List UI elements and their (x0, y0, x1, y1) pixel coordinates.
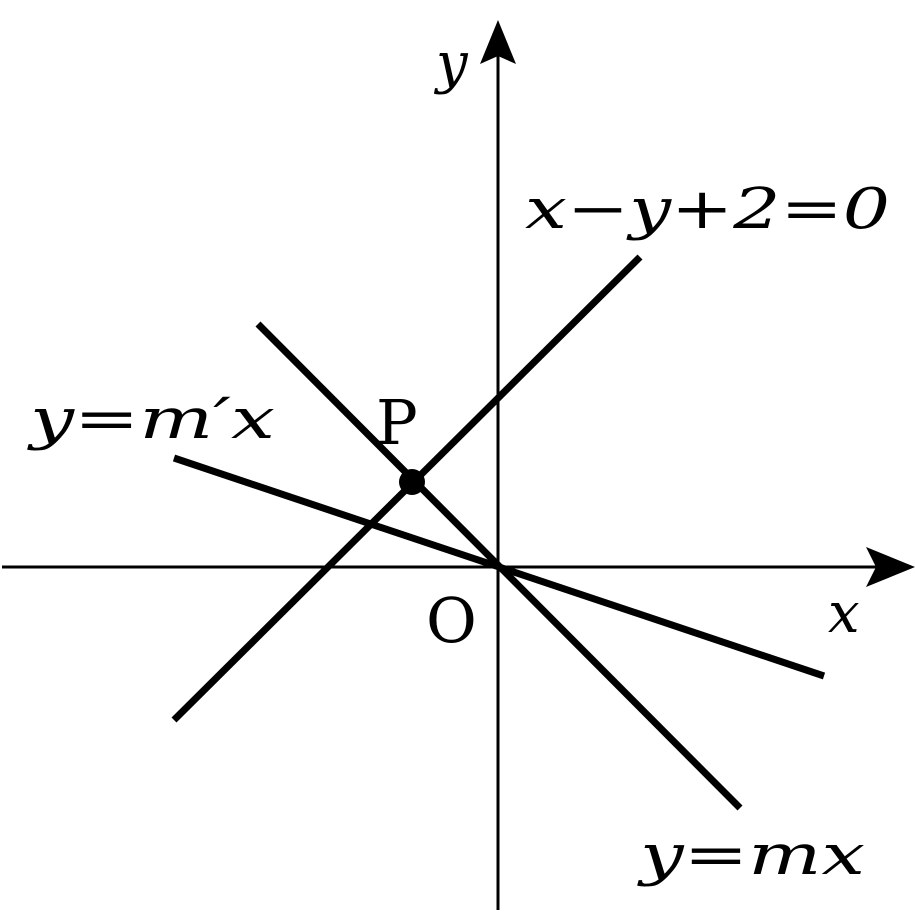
x-axis-arrowhead (866, 547, 915, 587)
line-x-minus-y-plus-2-label: x−y+2=0 (525, 177, 890, 242)
x-axis-label: x (828, 581, 860, 646)
origin-label: O (426, 584, 477, 657)
line-y-equals-mx-label: y=mx (636, 823, 865, 888)
line-y-equals-m-prime-x-label: y=m′x (26, 387, 275, 452)
y-axis-arrowhead (480, 20, 516, 64)
line-y-equals-mx (255, 321, 743, 811)
y-axis-label: y (433, 31, 469, 96)
point-p-label: P (376, 386, 418, 459)
point-p-dot (399, 469, 425, 495)
